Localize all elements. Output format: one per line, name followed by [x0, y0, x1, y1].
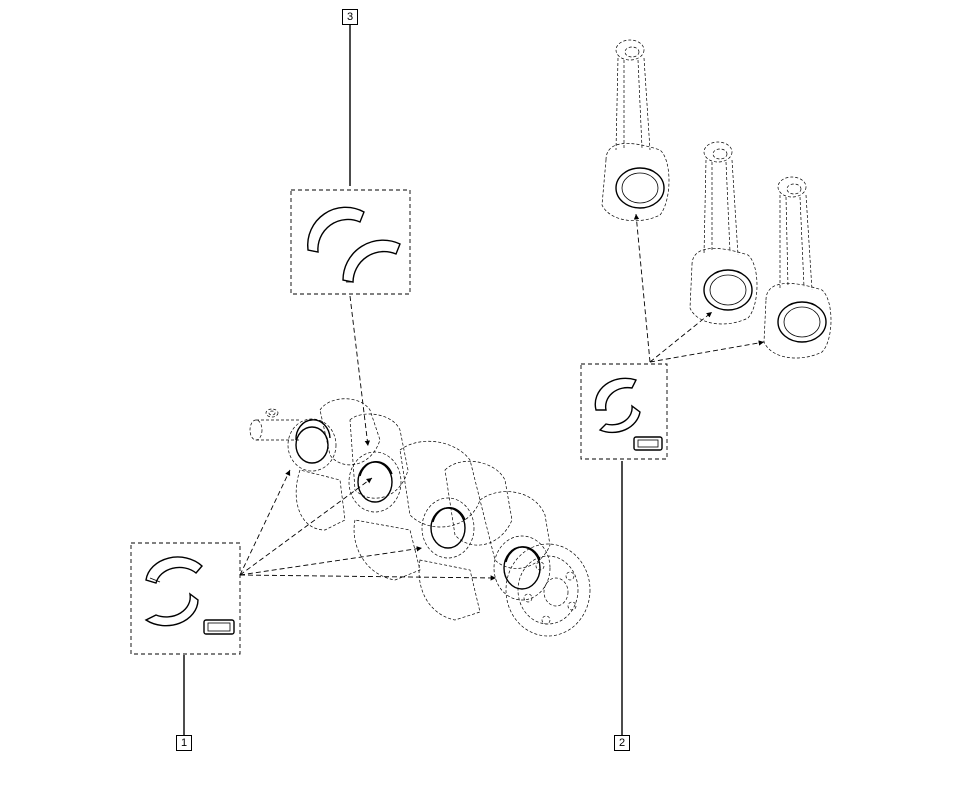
- crankshaft: [249, 398, 591, 637]
- conrod-bearing-box: [580, 363, 668, 460]
- callout-3: 3: [342, 9, 358, 25]
- connecting-rod-1: [601, 39, 670, 221]
- thrust-washer-box: [290, 189, 411, 295]
- connecting-rod-3: [763, 176, 832, 359]
- main-bearing-arrows: [239, 469, 497, 581]
- main-bearing-box: [130, 542, 241, 655]
- conrod-bearing-arrows: [633, 213, 765, 363]
- connecting-rod-2: [689, 141, 758, 325]
- callout-2: 2: [614, 735, 630, 751]
- callout-1: 1: [176, 735, 192, 751]
